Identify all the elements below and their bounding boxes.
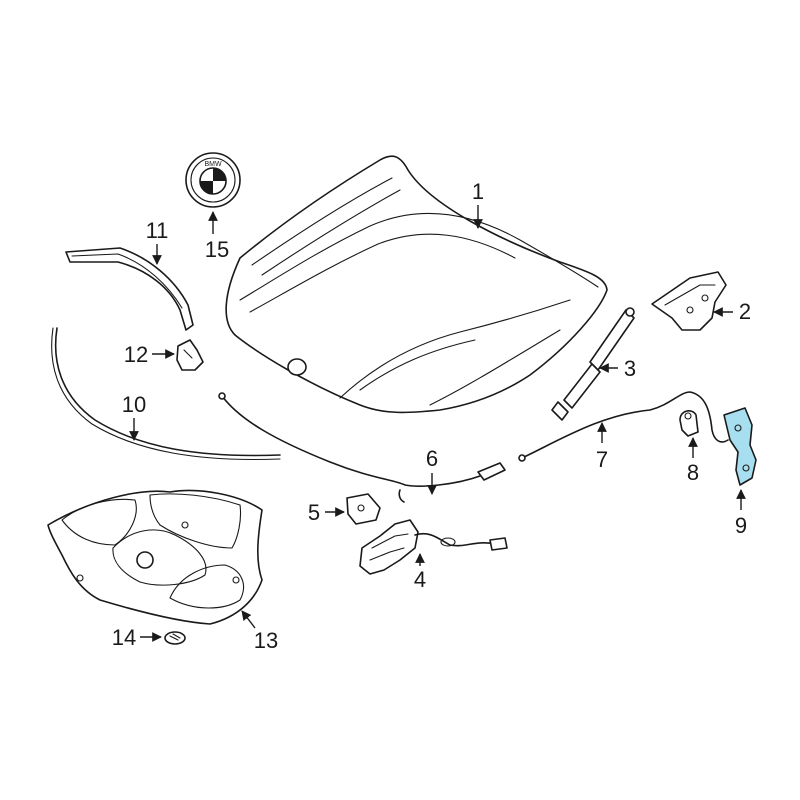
callout-label: 3 [624,356,636,381]
cable-clip-part[interactable] [679,410,699,437]
insulation-pad-part[interactable] [47,489,263,625]
callout-7: 7 [596,422,608,472]
callout-15: 15 [205,211,229,262]
callout-label: 8 [687,460,699,485]
callout-1: 1 [472,179,484,229]
callout-label: 7 [596,447,608,472]
emblem-part[interactable]: BMW [185,152,241,208]
callout-label: 11 [146,218,169,243]
hinge-bracket-part[interactable] [723,407,757,486]
callout-6: 6 [426,446,438,495]
callout-12: 12 [124,342,175,367]
callout-label: 14 [112,625,136,650]
seal-bracket-part[interactable] [176,339,204,371]
callout-3: 3 [599,356,636,381]
emblem-logo-text: BMW [204,161,222,168]
callout-14: 14 [112,625,162,650]
hinge-part[interactable] [651,271,727,331]
callout-label: 2 [739,299,751,324]
callout-9: 9 [735,489,747,538]
hood-part[interactable] [225,155,608,414]
callout-label: 9 [735,513,747,538]
seal-strip-part[interactable] [65,247,194,331]
callout-8: 8 [687,437,699,485]
callout-label: 6 [426,446,438,471]
release-cable-front-part[interactable] [218,392,506,503]
callout-label: 12 [124,342,148,367]
callout-10: 10 [122,392,146,441]
callout-13: 13 [241,610,278,653]
callout-11: 11 [146,218,169,265]
lift-support-part[interactable] [551,307,635,421]
latch-bracket-part[interactable] [346,493,381,525]
callout-2: 2 [713,299,751,324]
callout-5: 5 [308,500,345,525]
retainer-clip-part[interactable] [164,631,186,645]
hood-latch-part[interactable] [359,519,508,575]
callout-label: 1 [472,179,484,204]
callout-label: 5 [308,500,320,525]
release-cable-rear-part[interactable] [518,391,729,462]
callout-label: 10 [122,392,146,417]
callout-label: 15 [205,237,229,262]
callout-label: 4 [414,567,426,592]
weatherstrip-part[interactable] [51,327,281,461]
callout-4: 4 [414,553,426,592]
callout-label: 13 [254,628,278,653]
